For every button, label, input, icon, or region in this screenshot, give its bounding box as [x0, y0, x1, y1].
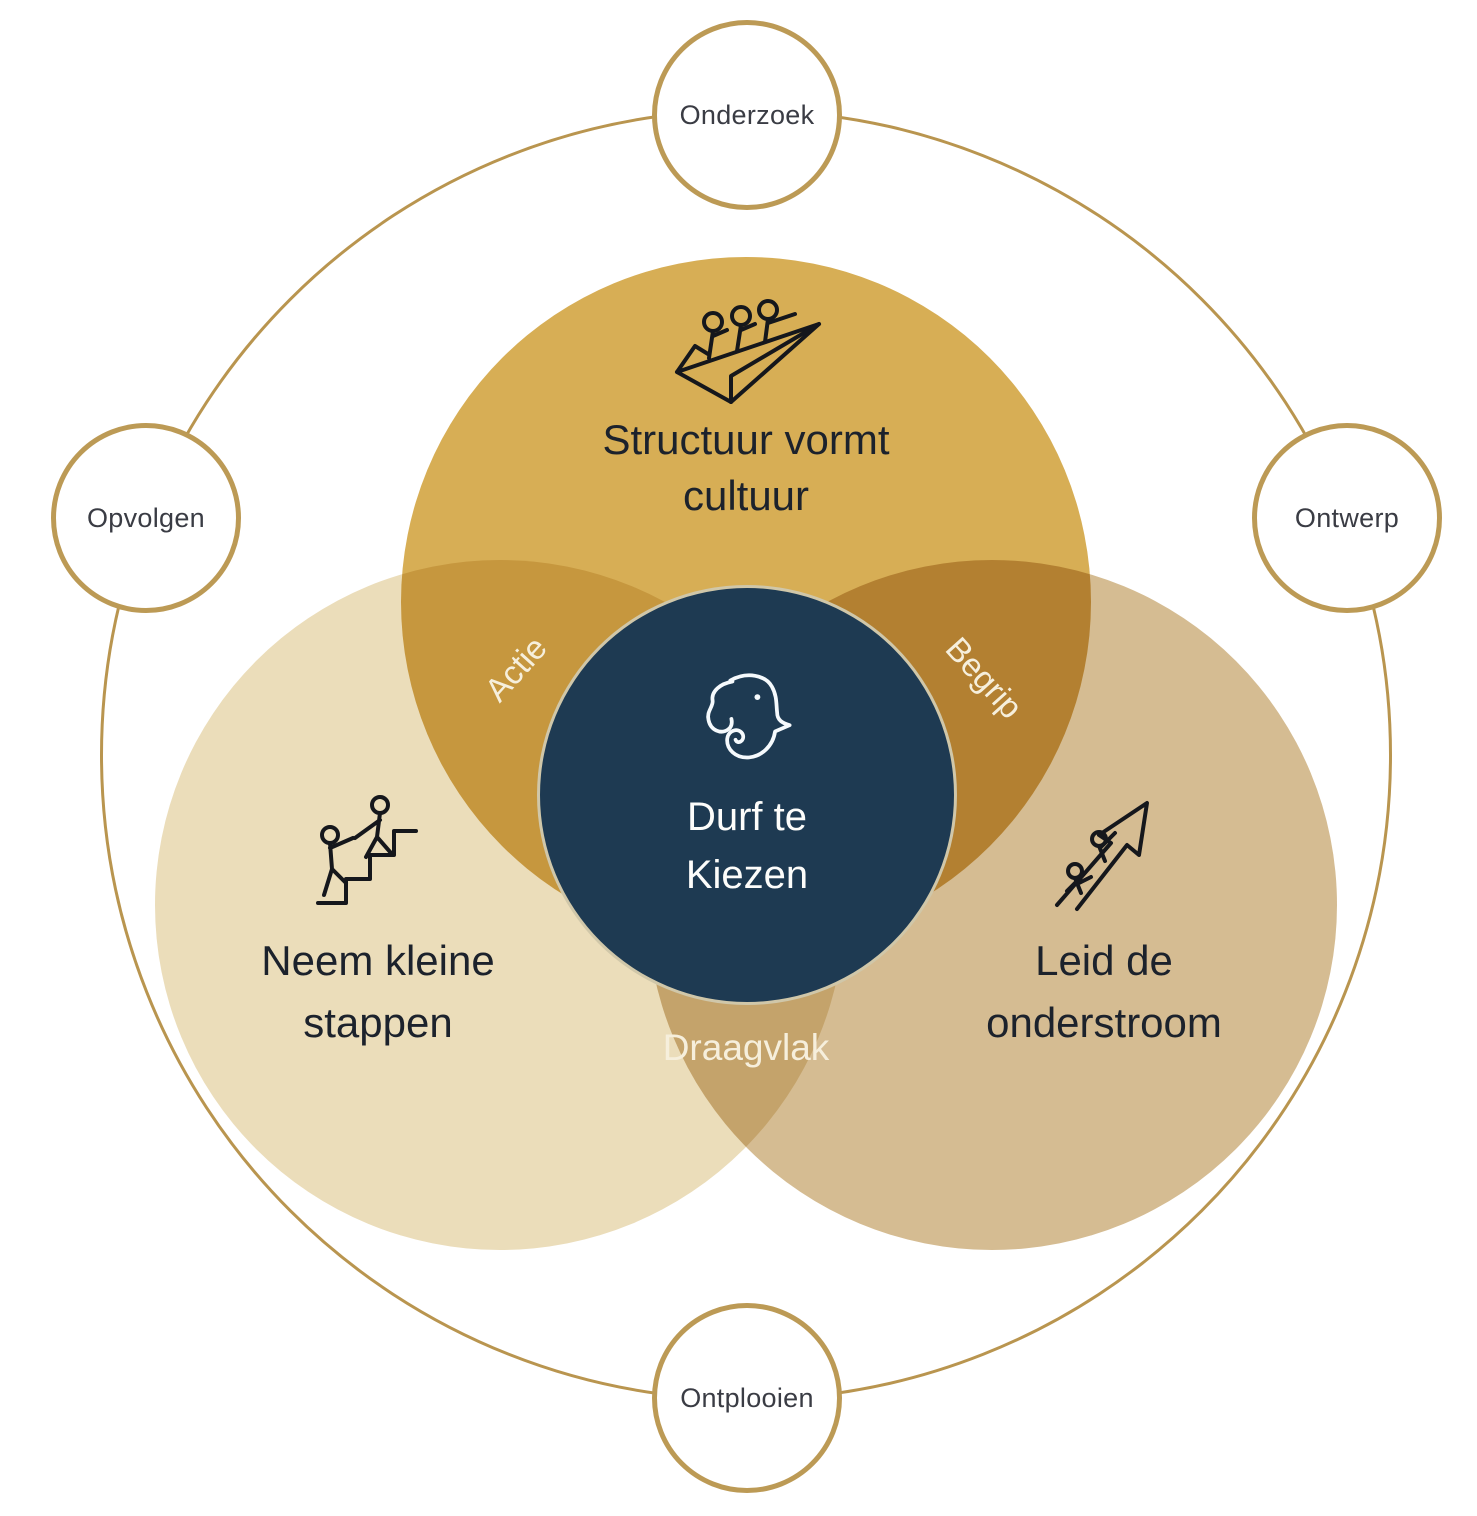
phase-node-ontwerp: Ontwerp — [1252, 423, 1442, 613]
paper-plane-team-icon — [675, 299, 821, 404]
phase-label: Ontwerp — [1294, 502, 1400, 533]
phase-label: Onderzoek — [679, 99, 815, 130]
arrow-climb-icon — [1055, 801, 1149, 911]
phase-node-ontplooien: Ontplooien — [652, 1303, 842, 1493]
venn-title-structuur: Structuur vormt cultuur — [602, 416, 890, 519]
phase-label: Ontplooien — [680, 1382, 814, 1413]
phase-label: Opvolgen — [87, 502, 205, 533]
elephant-icon — [706, 673, 792, 760]
center-circle: Durf te Kiezen — [537, 585, 957, 1005]
stairs-help-icon — [316, 795, 418, 905]
phase-node-onderzoek: Onderzoek — [652, 20, 842, 210]
overlap-label-draagvlak: Draagvlak — [662, 1027, 830, 1068]
center-title: Durf te Kiezen — [685, 795, 809, 897]
venn-title-onderstroom: Leid de onderstroom — [986, 937, 1222, 1046]
venn-title-stappen: Neem kleine stappen — [261, 937, 495, 1046]
phase-node-opvolgen: Opvolgen — [51, 423, 241, 613]
